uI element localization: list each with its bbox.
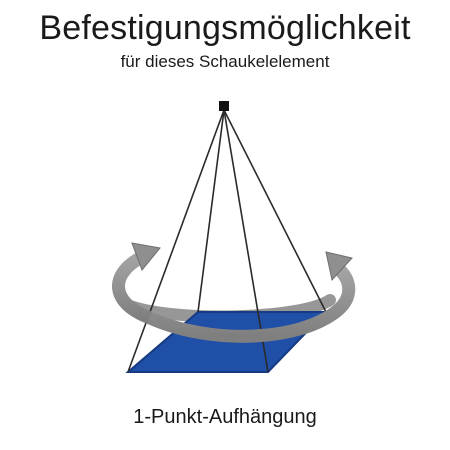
rope-front-right <box>223 109 269 373</box>
suspension-ropes <box>127 109 327 373</box>
page-subtitle: für dieses Schaukelelement <box>120 52 330 71</box>
rope-front-left <box>127 109 225 373</box>
diagram-caption: 1-Punkt-Aufhängung <box>133 406 317 428</box>
anchor-point-icon <box>219 101 229 111</box>
rope-back-left <box>197 109 225 313</box>
rope-back-right <box>223 109 327 313</box>
rotation-arrow-icon <box>112 242 356 343</box>
page-title: Befestigungsmöglichkeit <box>39 9 411 47</box>
